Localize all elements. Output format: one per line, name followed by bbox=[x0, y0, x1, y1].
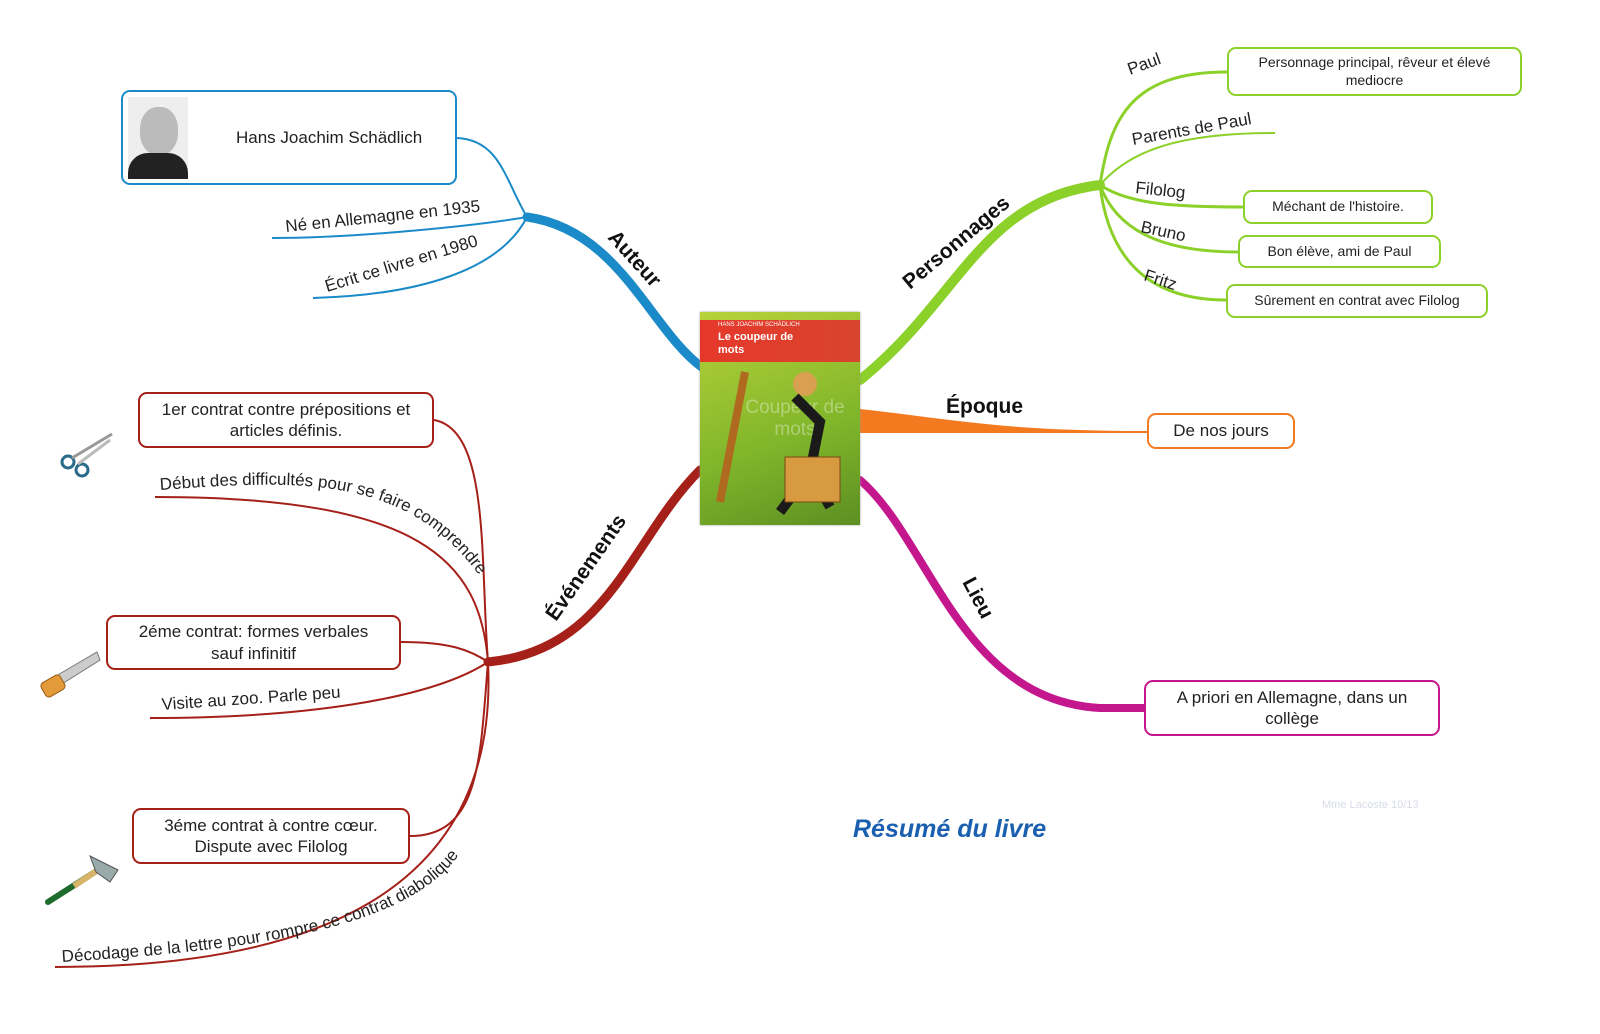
note-paul[interactable]: Personnage principal, rêveur et élevé me… bbox=[1227, 47, 1522, 96]
axe-icon bbox=[45, 854, 119, 905]
cover-band bbox=[700, 320, 860, 362]
auteur-written: Écrit ce livre en 1980 bbox=[323, 231, 480, 296]
note-bruno[interactable]: Bon élève, ami de Paul bbox=[1238, 235, 1441, 268]
auteur-branch bbox=[271, 137, 708, 373]
cover-watermark: Coupeur de mots bbox=[745, 397, 845, 440]
note-fritz[interactable]: Sûrement en contrat avec Filolog bbox=[1226, 284, 1488, 318]
scissors-icon bbox=[60, 432, 113, 478]
event-contrat-3[interactable]: 3éme contrat à contre cœur. Dispute avec… bbox=[132, 808, 410, 864]
evenements-branch bbox=[54, 419, 705, 968]
lieu-branch bbox=[856, 476, 1148, 712]
event-debut: Début des difficultés pour se faire comp… bbox=[159, 470, 491, 578]
cover-title: Le coupeur de mots bbox=[718, 331, 794, 356]
epoque-value[interactable]: De nos jours bbox=[1147, 413, 1295, 449]
char-fritz: Fritz bbox=[1142, 266, 1179, 294]
cover-author: HANS JOACHIM SCHÄDLICH bbox=[718, 322, 800, 328]
lieu-value[interactable]: A priori en Allemagne, dans un collège bbox=[1144, 680, 1440, 736]
lieu-label: Lieu bbox=[958, 574, 999, 623]
map-title: Résumé du livre bbox=[853, 815, 1047, 843]
event-contrat-2[interactable]: 2éme contrat: formes verbales sauf infin… bbox=[106, 615, 401, 670]
cover-illustration bbox=[716, 371, 841, 515]
author-photo bbox=[128, 96, 188, 179]
event-contrat-1[interactable]: 1er contrat contre prépositions et artic… bbox=[138, 392, 434, 448]
author-node[interactable]: Hans Joachim Schädlich bbox=[121, 90, 457, 185]
book-cover: HANS JOACHIM SCHÄDLICH Le coupeur de mot… bbox=[700, 312, 860, 525]
char-paul: Paul bbox=[1125, 49, 1163, 78]
note-filolog[interactable]: Méchant de l'histoire. bbox=[1243, 190, 1433, 224]
personnages-branch bbox=[855, 70, 1276, 385]
char-filolog: Filolog bbox=[1135, 178, 1187, 202]
char-parents: Parents de Paul bbox=[1130, 109, 1252, 149]
evenements-label: Événements bbox=[541, 510, 631, 625]
saw-icon bbox=[40, 651, 101, 698]
author-name: Hans Joachim Schädlich bbox=[236, 127, 423, 147]
epoque-label: Époque bbox=[946, 395, 1023, 418]
epoque-branch bbox=[859, 408, 1148, 433]
auteur-born: Né en Allemagne en 1935 bbox=[284, 197, 481, 236]
credit: Mme Lacoste 10/13 bbox=[1322, 799, 1419, 811]
